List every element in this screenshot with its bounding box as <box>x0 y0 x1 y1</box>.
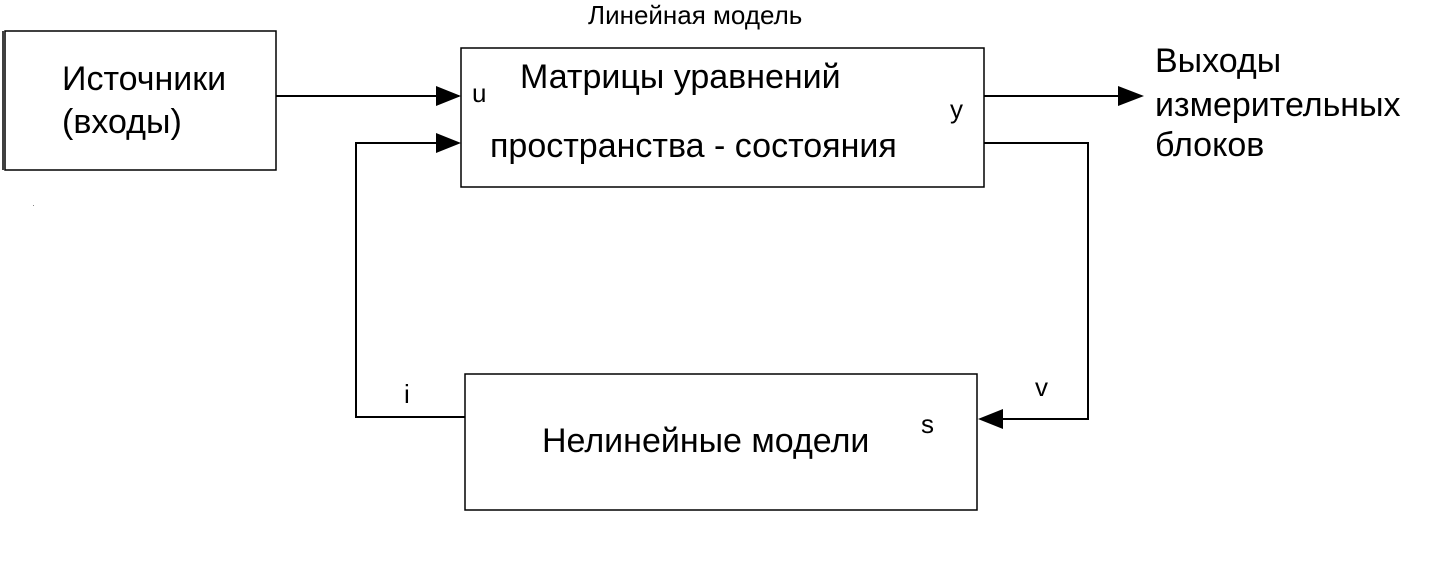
linear-to-nonlinear-arrowhead <box>978 409 1003 429</box>
stray-dot <box>33 205 34 206</box>
sources-label-line2: (входы) <box>62 103 182 141</box>
linear-model-title: Линейная модель <box>588 0 803 30</box>
linear-box-label-line2: пространства - состояния <box>490 127 897 165</box>
linear-model-box <box>460 47 985 188</box>
port-y-label: y <box>950 94 963 124</box>
nonlinear-to-linear-arrowhead <box>436 133 461 153</box>
nonlinear-to-linear-connector <box>355 142 465 418</box>
feedback-v-label: v <box>1035 372 1048 402</box>
linear-to-nonlinear-connector <box>984 142 1089 420</box>
linear-box-label-line1: Матрицы уравнений <box>520 58 841 96</box>
sources-label-line1: Источники <box>62 60 227 98</box>
port-u-label: u <box>472 78 487 108</box>
nonlinear-box-label: Нелинейные модели <box>542 422 870 460</box>
sources-box <box>4 30 277 171</box>
outputs-label-line2: измерительных <box>1155 86 1401 124</box>
nonlinear-models-box <box>464 373 978 511</box>
port-s-label: s <box>921 409 934 439</box>
linear-to-outputs-arrowhead <box>1118 86 1144 106</box>
outputs-label-line1: Выходы <box>1155 42 1282 80</box>
sources-to-linear-arrowhead <box>436 86 461 106</box>
outputs-label-line3: блоков <box>1155 126 1265 164</box>
port-i-label: i <box>404 379 410 409</box>
